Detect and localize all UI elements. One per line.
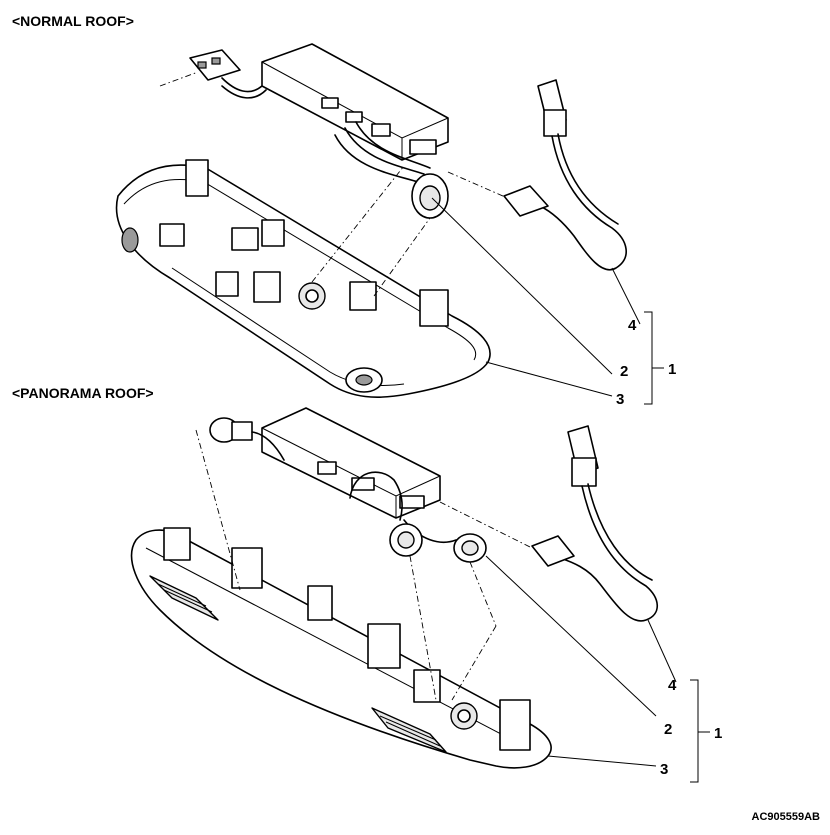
normal-callout-4: 4 <box>628 317 637 334</box>
panorama-vent-left <box>149 575 219 621</box>
normal-lamp-housing <box>115 159 491 398</box>
normal-callout-2: 2 <box>620 363 628 380</box>
normal-control-unit <box>261 43 449 161</box>
panorama-socket-a <box>389 523 423 557</box>
normal-harness-connector <box>503 185 549 217</box>
panorama-roof-assembly <box>130 407 710 783</box>
panorama-callout-2: 2 <box>664 721 672 738</box>
normal-left-connector <box>189 49 241 81</box>
panorama-vent-right <box>371 707 447 753</box>
panorama-lamp-housing <box>130 527 552 769</box>
heading-normal-roof: <NORMAL ROOF> <box>12 13 134 29</box>
panorama-control-unit <box>261 407 441 519</box>
panorama-harness-connector <box>531 535 575 567</box>
panorama-socket-b <box>453 533 487 563</box>
normal-roof-harness <box>503 79 627 271</box>
normal-callout-1: 1 <box>668 361 676 378</box>
panorama-left-socket <box>209 417 285 461</box>
normal-roof-assembly <box>115 43 664 405</box>
panorama-callout-3: 3 <box>660 761 668 778</box>
panorama-callout-1: 1 <box>714 725 722 742</box>
panorama-roof-harness <box>531 425 659 622</box>
heading-panorama-roof: <PANORAMA ROOF> <box>12 385 154 401</box>
normal-callout-3: 3 <box>616 391 624 408</box>
panorama-callout-4: 4 <box>668 677 677 694</box>
normal-harness-socket <box>411 173 449 219</box>
figure-code: AC905559AB <box>752 811 821 823</box>
